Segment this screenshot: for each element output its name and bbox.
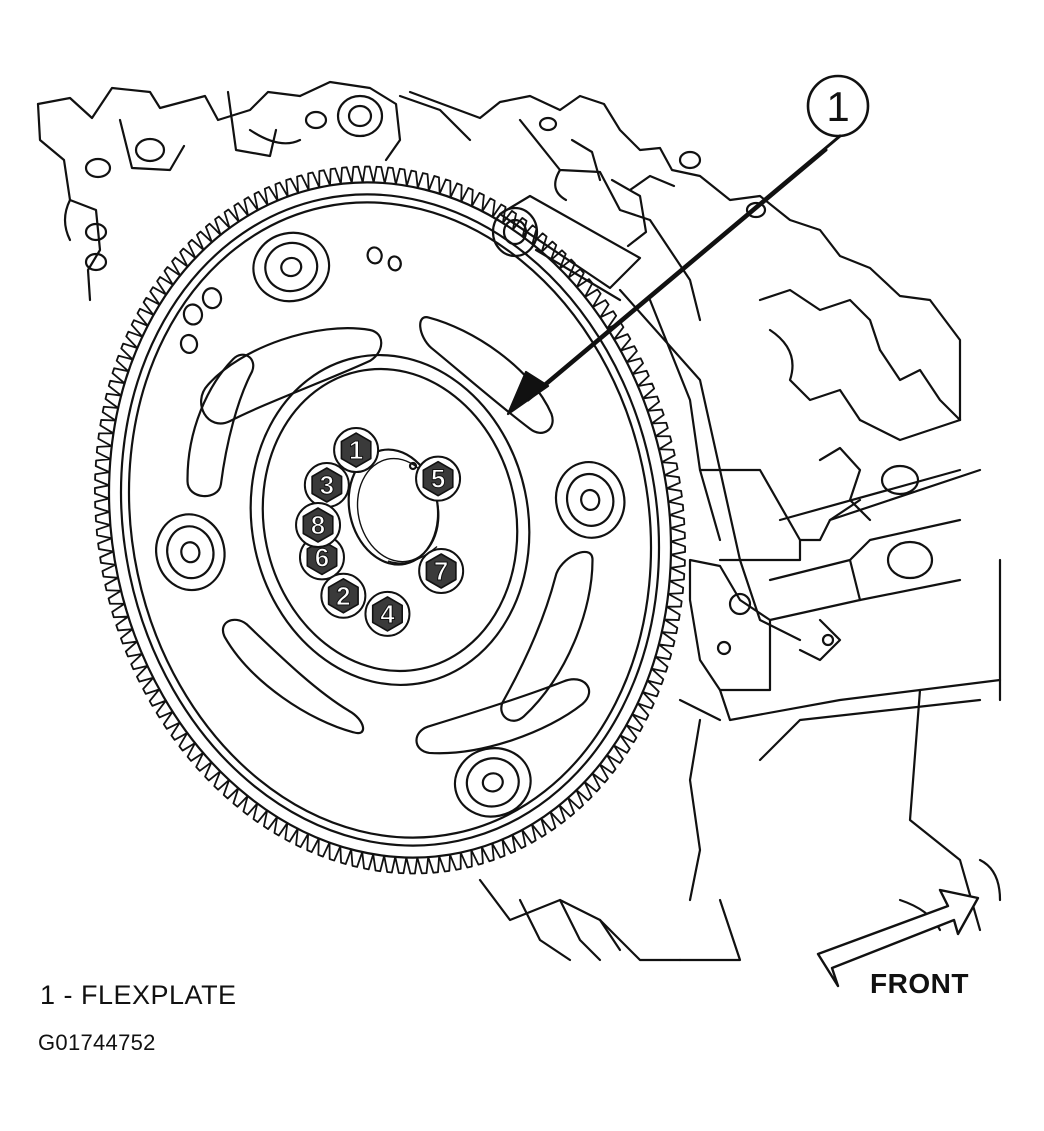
bolt-head: [302, 507, 334, 543]
ring-gear-root: [107, 181, 673, 859]
converter-mount-left: [155, 513, 226, 592]
bolt-number: 6: [315, 542, 329, 572]
bolt-number: 4: [380, 599, 395, 629]
flexplate-bolts: 1 2 3 4 5 6 7 8: [295, 427, 465, 637]
engine-block: [36, 80, 1002, 962]
flexplate-rim: [119, 193, 661, 847]
bolt-head: [425, 553, 457, 589]
bolt-3: 3: [303, 462, 350, 508]
front-label: FRONT: [870, 968, 969, 999]
bolt-7: 7: [418, 548, 465, 594]
callout-bubble: 1: [806, 74, 870, 138]
legend-flexplate: 1 - FLEXPLATE: [40, 980, 237, 1010]
bolt-head: [422, 460, 454, 497]
converter-mount-right: [554, 461, 626, 539]
ring-gear-teeth: [94, 165, 686, 875]
bolt-head: [311, 467, 343, 503]
bolt-head: [371, 596, 404, 632]
bolt-5: 5: [415, 455, 462, 502]
converter-mount-bottom: [453, 747, 532, 818]
bolt-8: 8: [295, 501, 342, 548]
bolt-number: 8: [311, 510, 325, 540]
figure-id: G01744752: [38, 1030, 156, 1055]
callout-number: 1: [826, 83, 849, 130]
hub-outer-ring: [249, 354, 531, 686]
bolt-number: 1: [349, 435, 363, 465]
hub-inner-ring: [261, 367, 519, 673]
front-arrow-icon: [816, 888, 980, 988]
bolt-head: [327, 577, 359, 614]
converter-mount-top: [252, 231, 331, 303]
lightening-windows: [186, 316, 594, 755]
bolt-number: 7: [434, 556, 448, 586]
flexplate: [94, 165, 686, 875]
bolt-4: 4: [364, 590, 411, 637]
bolt-number: 2: [336, 581, 350, 611]
bolt-number: 5: [431, 464, 445, 494]
callout-arrow: [506, 134, 842, 416]
bolt-number: 3: [320, 470, 334, 500]
bolt-head: [306, 539, 338, 576]
flexplate-inner-rim: [127, 201, 653, 839]
bolt-1: 1: [333, 427, 380, 474]
bolt-2: 2: [320, 572, 367, 619]
bolt-head: [340, 432, 372, 468]
